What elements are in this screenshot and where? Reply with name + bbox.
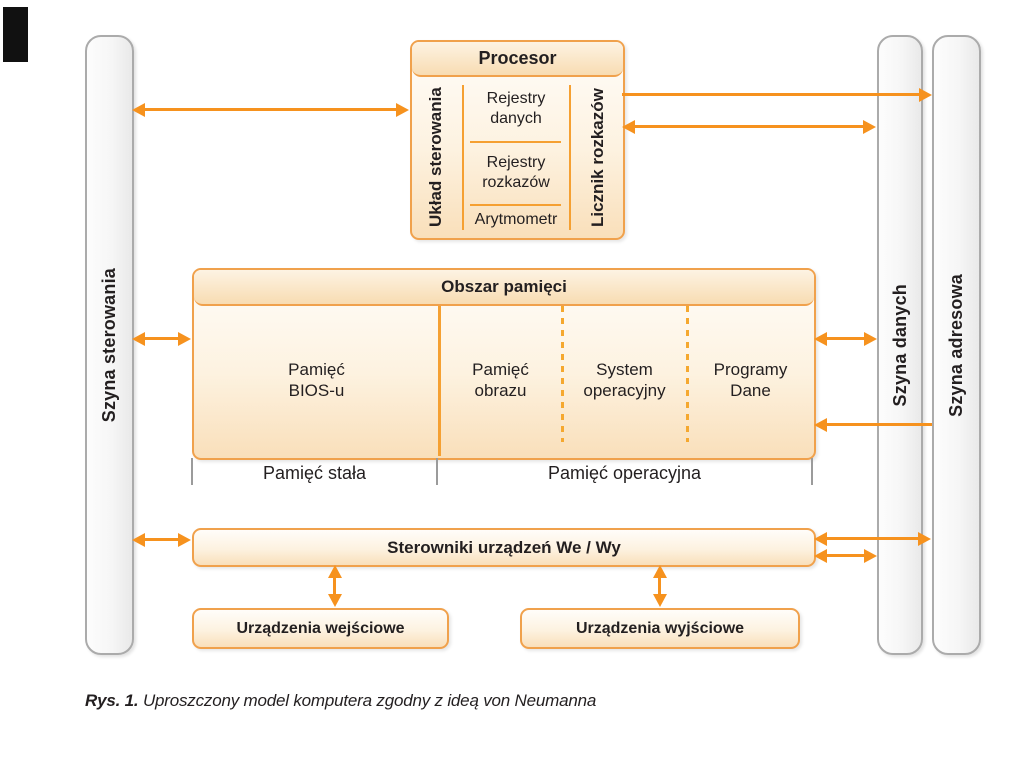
address-bus-label: Szyna adresowa <box>946 273 966 417</box>
memory-section-video: Pamięć obrazu <box>472 359 529 400</box>
address-bus: Szyna adresowa <box>932 35 981 655</box>
arrow-iocontrollers-addressbus <box>814 531 931 546</box>
processor-divider-right <box>569 85 571 230</box>
page-edge-mark <box>3 7 28 62</box>
control-bus-label: Szyna sterowania <box>99 267 119 423</box>
output-devices-label: Urządzenia wyjściowe <box>575 619 745 637</box>
processor-instruction-counter-label: Licznik rozkazów <box>588 88 607 227</box>
arrow-iocontrollers-outputdevices <box>652 565 667 607</box>
processor-register-separator-2 <box>470 204 561 206</box>
io-controllers-label: Sterowniki urządzeń We / Wy <box>387 537 621 557</box>
memory-group-rom: Pamięć stała <box>262 463 367 483</box>
data-bus-label: Szyna danych <box>889 283 910 407</box>
figure-caption-text: Uproszczony model komputera zgodny z ide… <box>138 691 597 710</box>
memory-divider-solid <box>438 306 441 456</box>
input-devices-label: Urządzenia wejściowe <box>236 619 405 637</box>
arrow-addressbus-memory <box>814 417 932 432</box>
input-devices-box: Urządzenia wejściowe <box>192 608 449 649</box>
processor-control-unit-label: Układ sterowania <box>426 87 445 228</box>
arrow-processor-databus <box>622 119 876 134</box>
figure-caption: Rys. 1. Uproszczony model komputera zgod… <box>85 691 596 711</box>
processor-register-instr: Rejestry rozkazów <box>482 154 550 191</box>
processor-box: Procesor Układ sterowania Licznik rozkaz… <box>410 40 625 240</box>
arrow-controlbus-processor <box>132 102 409 117</box>
memory-divider-dashed-1 <box>561 306 564 442</box>
memory-section-os: System operacyjny <box>583 359 666 400</box>
control-bus: Szyna sterowania <box>85 35 134 655</box>
output-devices-box: Urządzenia wyjściowe <box>520 608 800 649</box>
memory-divider-dashed-2 <box>686 306 689 442</box>
arrow-controlbus-memory <box>132 331 191 346</box>
figure-caption-number: Rys. 1. <box>85 691 139 710</box>
data-bus: Szyna danych <box>877 35 923 655</box>
arrow-iocontrollers-databus <box>814 548 877 563</box>
memory-title: Obszar pamięci <box>194 270 814 306</box>
memory-section-bios: Pamięć BIOS-u <box>288 359 345 400</box>
processor-alu: Arytmometr <box>474 211 558 229</box>
arrow-iocontrollers-inputdevices <box>327 565 342 607</box>
arrow-memory-databus <box>814 331 877 346</box>
arrow-controlbus-iocontrollers <box>132 532 191 547</box>
bracket-tick-1 <box>191 458 193 485</box>
memory-section-programs: Programy Dane <box>713 359 788 400</box>
processor-register-separator-1 <box>470 141 561 143</box>
io-controllers-bar: Sterowniki urządzeń We / Wy <box>192 528 816 567</box>
bracket-tick-3 <box>811 458 813 485</box>
bracket-tick-2 <box>436 458 438 485</box>
processor-title: Procesor <box>412 42 623 77</box>
memory-box: Obszar pamięci Pamięć BIOS-u Pamięć obra… <box>192 268 816 460</box>
memory-group-ram: Pamięć operacyjna <box>547 463 702 483</box>
arrow-processor-addressbus <box>622 87 932 102</box>
processor-divider-left <box>462 85 464 230</box>
processor-register-data: Rejestry danych <box>486 90 546 127</box>
